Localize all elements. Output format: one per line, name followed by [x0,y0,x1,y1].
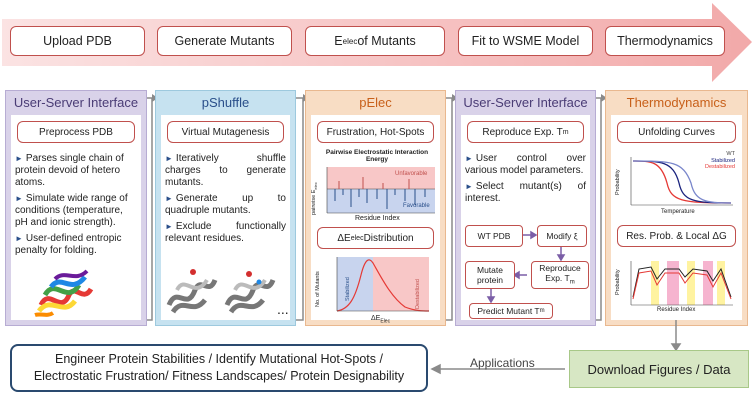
step-thermodynamics: Thermodynamics [605,26,725,56]
frustration-hotspots-title: Frustration, Hot-Spots [317,121,434,143]
res-x-label: Residue Index [657,307,696,313]
unfolding-curves-title: Unfolding Curves [617,121,736,143]
res-y-label: Probability [615,269,621,295]
distribution-x-label: ΔEElec [371,315,391,325]
bullet-item: ►Parses single chain of protein devoid o… [15,153,124,188]
mutate-protein-box: Mutate protein [465,261,515,289]
pairwise-energy-chart [326,167,435,214]
res-prob-local-dg-title: Res. Prob. & Local ΔG [617,225,736,247]
curve-y-label: Probability [615,169,621,195]
column-connectors [146,94,607,321]
unfolding-legend: WT Stabilized Destabilized [705,151,735,170]
bullet-item: ►User control over various model paramet… [465,153,586,176]
user-control-bullets: ►User control over various model paramet… [465,153,586,209]
column-thermodynamics: Thermodynamics Unfolding Curves WT Stabi… [605,90,748,326]
pairwise-x-label: Residue Index [355,215,400,222]
stabilized-label: Stabilized [345,277,351,301]
unfavorable-label: Unfavorable [395,171,428,177]
reproduce-exp-tm-box: Reproduce Exp. Tm [531,261,589,289]
applications-summary-box: Engineer Protein Stabilities / Identify … [10,344,428,392]
preprocess-bullets: ►Parses single chain of protein devoid o… [15,153,137,261]
bullet-item: ►User-defined entropic penalty for foldi… [15,233,122,256]
protein-structure-gray-image [166,269,276,314]
protein-structure-rainbow-image [34,269,94,317]
virtual-mutagenesis-title: Virtual Mutagenesis [167,121,284,143]
applications-line-2: Electrostatic Frustration/ Fitness Lands… [33,369,405,383]
favorable-label: Favorable [403,203,430,209]
bullet-item: ►Generate up to quadruple mutants. [165,193,286,216]
download-figures-data-box[interactable]: Download Figures / Data [569,350,749,388]
column-header: User-Server Interface [13,94,139,110]
column-header: pShuffle [201,94,250,110]
applications-line-1: Engineer Protein Stabilities / Identify … [55,352,383,366]
bullet-item: ►Iteratively shuffle charges to generate… [165,153,286,188]
column-pelec: pElec Frustration, Hot-Spots Pairwise El… [305,90,446,326]
ellipsis: ... [277,301,289,317]
bullet-item: ►Exclude functionally relevant residues. [165,221,286,244]
pairwise-chart-title: Pairwise Electrostatic Interaction Energ… [325,149,429,163]
bullet-item: ►Select mutant(s) of interest. [465,181,586,204]
column-header: pElec [359,94,392,110]
column-pshuffle: pShuffle Virtual Mutagenesis ►Iterativel… [155,90,296,326]
unfolding-curves-chart [630,157,733,206]
pairwise-y-label: pairwise Eelec [311,182,319,215]
column-user-server-1: User-Server Interface Preprocess PDB ►Pa… [5,90,147,326]
wt-pdb-box: WT PDB [465,225,523,247]
step-generate-mutants: Generate Mutants [157,26,292,56]
pshuffle-bullets: ►Iteratively shuffle charges to generate… [165,153,286,249]
column-header: Thermodynamics [626,94,727,110]
flow-arrows [486,230,566,304]
bottom-arrows [430,320,682,375]
bullet-item: ►Simulate wide range of conditions (temp… [15,193,128,228]
distribution-y-label: No. of Mutants [315,271,321,307]
modify-xi-box: Modify ξ [537,225,587,247]
curve-x-label: Temperature [661,209,695,215]
destabilized-label: Destabilized [415,279,421,309]
step-upload-pdb: Upload PDB [10,26,145,56]
step-fit-wsme: Fit to WSME Model [458,26,593,56]
eelec-distribution-chart [336,257,430,312]
applications-label: Applications [470,356,535,370]
column-header: User-Server Interface [463,94,588,110]
preprocess-pdb-title: Preprocess PDB [17,121,135,143]
residue-probability-chart [630,261,733,306]
